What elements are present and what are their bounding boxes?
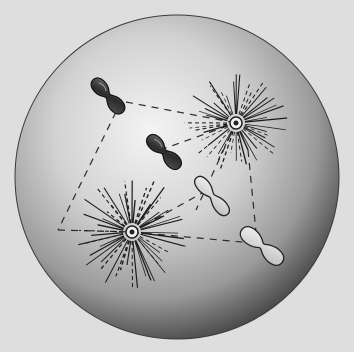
cell-body — [15, 15, 339, 339]
centrosome-lower — [126, 226, 138, 238]
centrosome-upper — [230, 117, 242, 129]
